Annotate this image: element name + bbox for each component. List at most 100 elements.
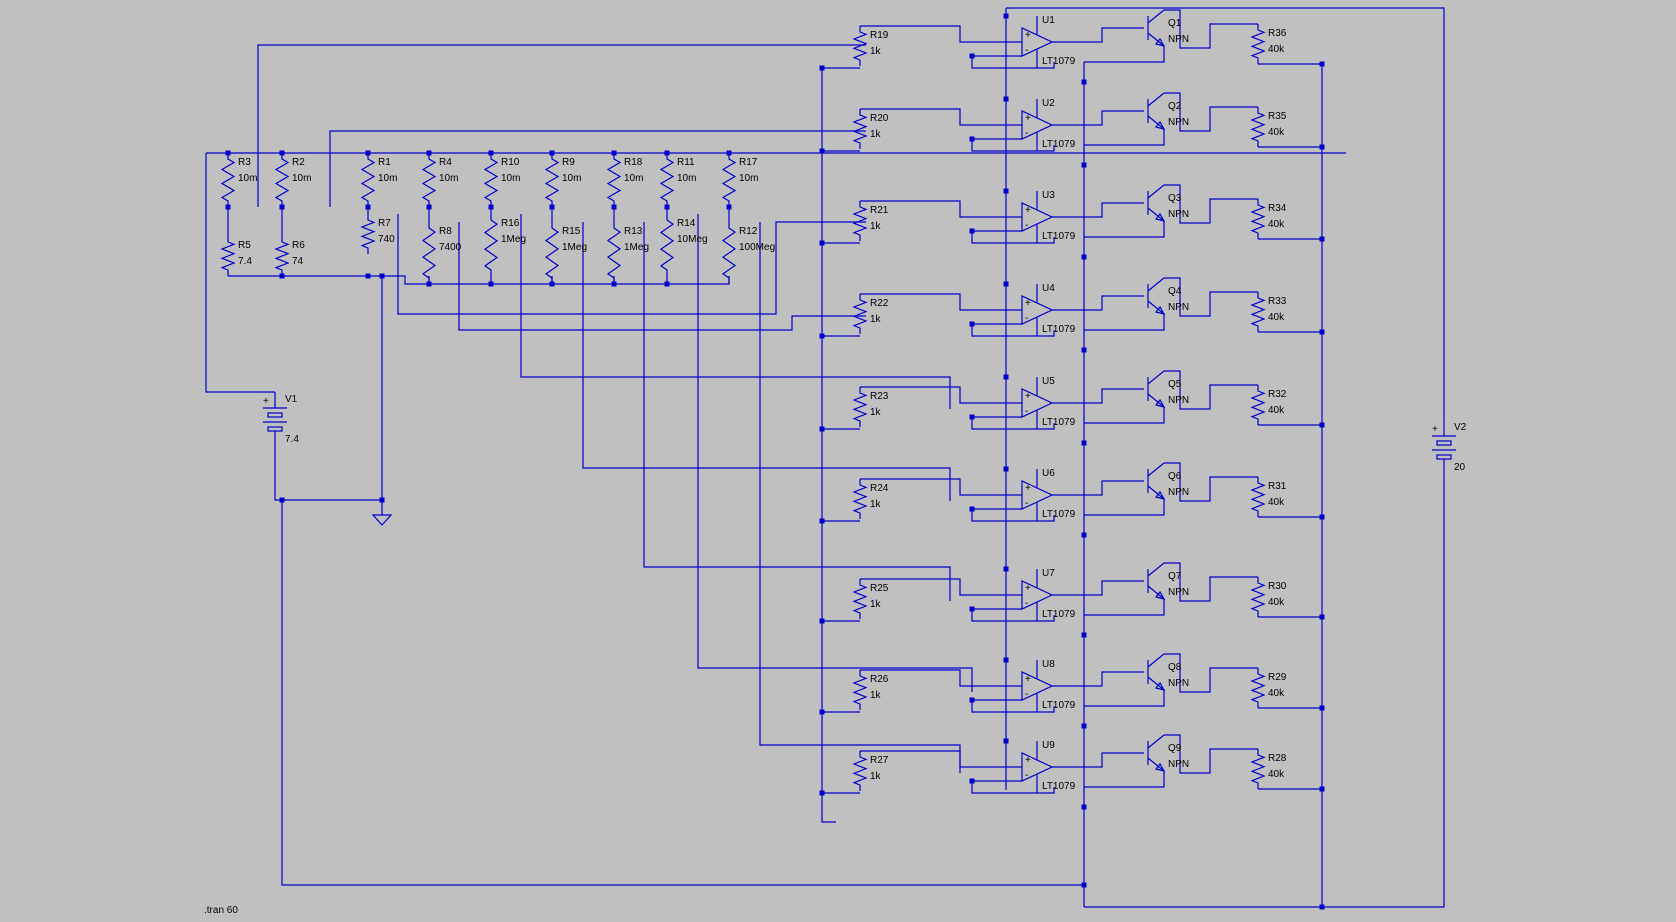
junction-dot <box>969 697 975 703</box>
component-name: R2 <box>292 157 305 168</box>
wire <box>971 138 1055 152</box>
resistor-zigzag <box>852 201 868 241</box>
resistor-zigzag <box>1250 749 1266 789</box>
wire <box>1084 314 1165 331</box>
junction-dot <box>1003 96 1009 102</box>
wire <box>860 108 1022 126</box>
component-value: LT1079 <box>1042 139 1076 150</box>
battery-v1[interactable]: +V17.4 <box>263 392 299 448</box>
component-value: 74 <box>292 256 304 267</box>
junction-dot <box>1003 374 1009 380</box>
wire <box>971 55 1055 69</box>
junction-dot <box>664 204 670 210</box>
wire <box>205 153 275 393</box>
collector-lead <box>1147 653 1165 668</box>
junctions <box>225 13 1325 910</box>
wire <box>643 222 951 601</box>
component-value: NPN <box>1168 209 1189 220</box>
minus-sign: - <box>1025 45 1028 56</box>
component-value: 1Meg <box>624 242 649 253</box>
plus-sign: + <box>1025 674 1031 685</box>
junction-dot <box>1003 738 1009 744</box>
wire <box>860 386 1022 404</box>
component-name: Q9 <box>1168 743 1182 754</box>
junction-dot <box>969 53 975 59</box>
component-name: R32 <box>1268 389 1287 400</box>
load-resistor-r5[interactable]: R57.4 <box>220 236 252 276</box>
collector-lead <box>1147 562 1165 577</box>
component-value: 1k <box>870 690 882 701</box>
resistor-zigzag <box>721 222 737 284</box>
junction-dot <box>549 204 555 210</box>
component-value: LT1079 <box>1042 781 1076 792</box>
emitter-lead <box>1147 676 1165 691</box>
component-name: R9 <box>562 157 575 168</box>
junction-dot <box>1081 347 1087 353</box>
tran-directive[interactable]: .tran 60 <box>204 905 238 916</box>
junction-dot <box>819 790 825 796</box>
resistor-zigzag <box>852 479 868 519</box>
component-value: NPN <box>1168 759 1189 770</box>
wire <box>971 699 1055 713</box>
minus-sign: - <box>1025 313 1028 324</box>
junction-dot <box>611 281 617 287</box>
junction-dot <box>1081 79 1087 85</box>
junction-dot <box>819 65 825 71</box>
component-name: R19 <box>870 30 889 41</box>
